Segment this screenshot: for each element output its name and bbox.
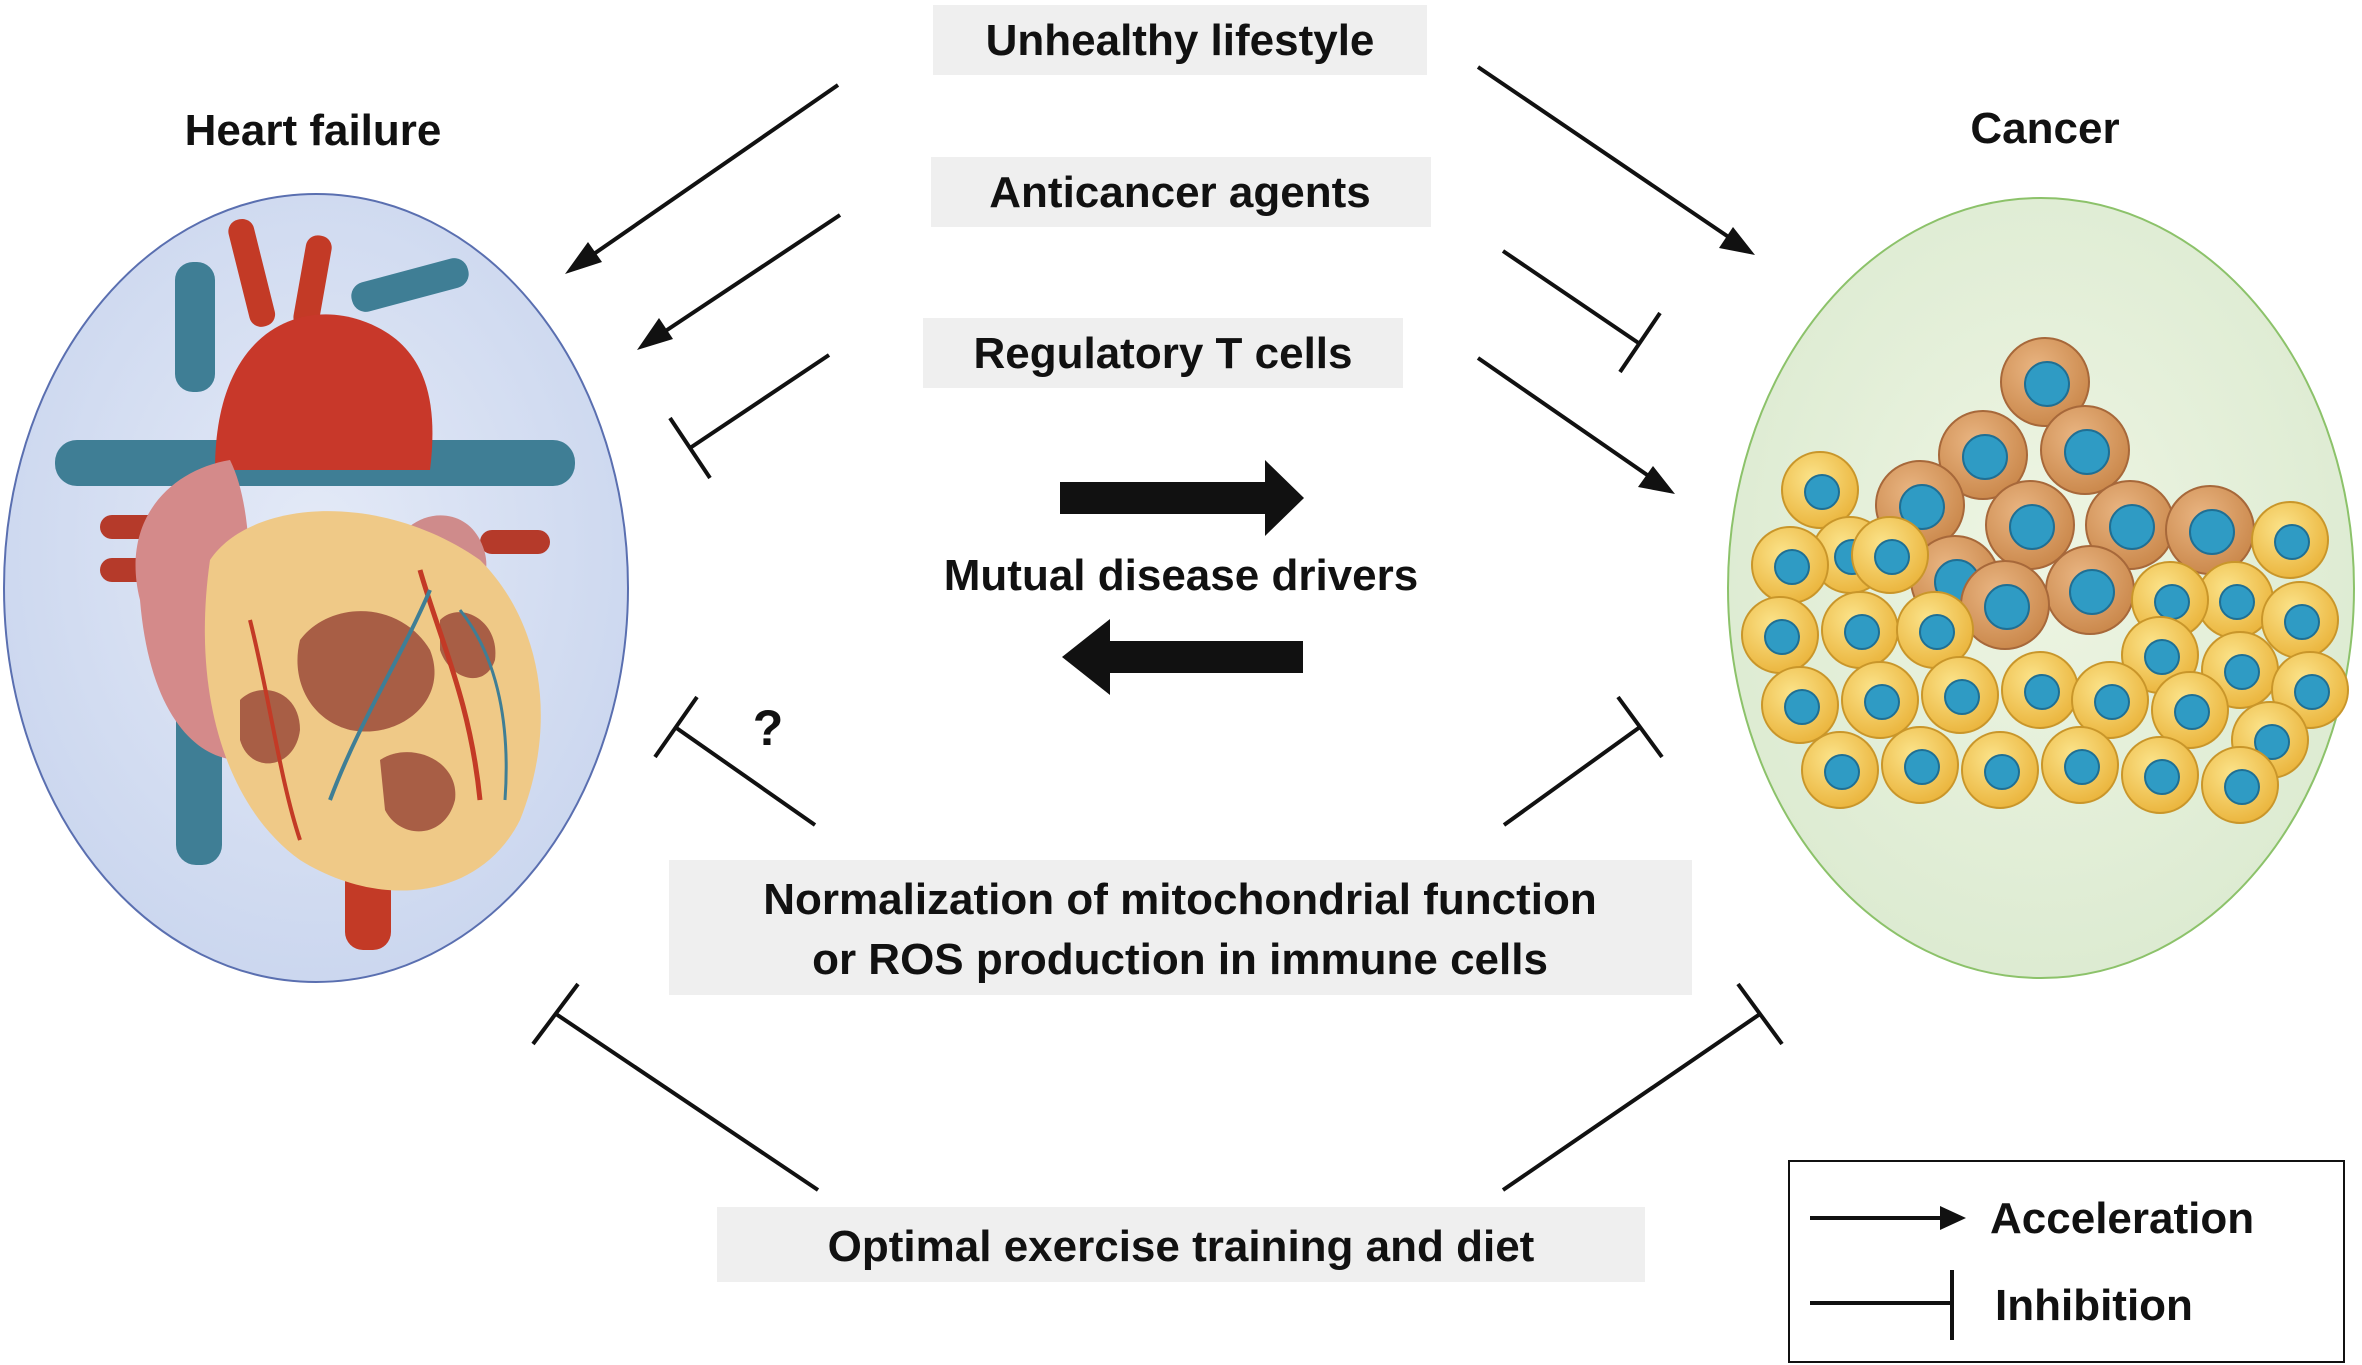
connector-tregs-inhibits-heart	[668, 353, 831, 480]
legend-inhibition-icon	[1810, 1270, 1954, 1340]
heart-failure-group: Heart failure	[3, 106, 629, 983]
factor-tregs-label: Regulatory T cells	[973, 329, 1352, 378]
factor-anticancer-agents: Anticancer agents	[931, 157, 1431, 227]
factor-anticancer-label: Anticancer agents	[989, 168, 1370, 217]
factor-exercise-label: Optimal exercise training and diet	[828, 1222, 1535, 1271]
cell-nucleus	[2144, 639, 2180, 675]
legend-arrow-icon	[1810, 1206, 1966, 1230]
cell-nucleus	[1764, 619, 1800, 655]
factor-normalization: Normalization of mitochondrial function …	[669, 860, 1692, 995]
connector-anticancer-inhibits-cancer	[1501, 249, 1662, 374]
cancer-group: Cancer	[1727, 104, 2355, 979]
cell-nucleus	[1824, 754, 1860, 790]
cell-nucleus	[2294, 674, 2330, 710]
cell-nucleus	[2069, 569, 2115, 615]
legend-acceleration-label: Acceleration	[1990, 1194, 2254, 1243]
connector-tregs-to-cancer	[1476, 356, 1675, 494]
cell-nucleus	[1904, 749, 1940, 785]
factor-exercise-diet: Optimal exercise training and diet	[717, 1207, 1645, 1282]
mutual-arrow-to-heart	[1062, 619, 1303, 695]
factor-mutual-label: Mutual disease drivers	[944, 551, 1418, 600]
cell-nucleus	[2224, 769, 2260, 805]
legend-box	[1788, 1160, 2345, 1363]
cell-nucleus	[2174, 694, 2210, 730]
connector-normalization-inhibits-heart	[653, 695, 817, 827]
cell-nucleus	[1984, 754, 2020, 790]
cell-nucleus	[2219, 584, 2255, 620]
cell-nucleus	[1919, 614, 1955, 650]
cell-nucleus	[2094, 684, 2130, 720]
heart-icon	[55, 218, 575, 950]
legend: Acceleration Inhibition	[1788, 1160, 2345, 1363]
cell-nucleus	[2109, 504, 2155, 550]
cell-nucleus	[1784, 689, 1820, 725]
label-box	[669, 860, 1692, 995]
cancer-title: Cancer	[1970, 104, 2119, 153]
label-box	[933, 5, 1427, 75]
cell-nucleus	[1962, 434, 2008, 480]
cell-nucleus	[2009, 504, 2055, 550]
cell-nucleus	[1944, 679, 1980, 715]
connector-normalization-inhibits-cancer	[1502, 695, 1664, 827]
connector-unhealthy-to-cancer	[1476, 65, 1755, 255]
cell-nucleus	[1844, 614, 1880, 650]
connector-exercise-inhibits-cancer	[1501, 982, 1784, 1192]
cell-nucleus	[2064, 749, 2100, 785]
factor-unhealthy-label: Unhealthy lifestyle	[986, 16, 1375, 65]
cell-nucleus	[2189, 509, 2235, 555]
connector-unhealthy-to-heart	[565, 83, 840, 274]
question-mark: ?	[753, 700, 784, 756]
cell-nucleus	[2064, 429, 2110, 475]
cell-nucleus	[1774, 549, 1810, 585]
cell-nucleus	[2224, 654, 2260, 690]
factor-unhealthy-lifestyle: Unhealthy lifestyle	[933, 5, 1427, 75]
cell-nucleus	[2254, 724, 2290, 760]
cell-nucleus	[1899, 484, 1945, 530]
legend-inhibition-label: Inhibition	[1995, 1281, 2193, 1330]
cell-nucleus	[2144, 759, 2180, 795]
heart-failure-title: Heart failure	[185, 106, 442, 155]
factor-regulatory-t-cells: Regulatory T cells	[923, 318, 1403, 388]
label-box	[923, 318, 1403, 388]
connector-anticancer-to-heart	[637, 213, 842, 350]
label-box	[931, 157, 1431, 227]
cell-nucleus	[1864, 684, 1900, 720]
cell-nucleus	[1874, 539, 1910, 575]
cell-nucleus	[2274, 524, 2310, 560]
connector-exercise-inhibits-heart	[531, 982, 820, 1192]
factor-normalization-line1: Normalization of mitochondrial function	[763, 875, 1597, 924]
cell-nucleus	[1984, 584, 2030, 630]
factor-mutual-disease-drivers: Mutual disease drivers	[944, 551, 1418, 600]
factor-normalization-line2: or ROS production in immune cells	[812, 935, 1548, 984]
cell-nucleus	[2154, 584, 2190, 620]
cell-nucleus	[2024, 674, 2060, 710]
label-box	[717, 1207, 1645, 1282]
cancer-cells-icon	[1741, 337, 2349, 824]
cell-nucleus	[1804, 474, 1840, 510]
cell-nucleus	[2024, 361, 2070, 407]
cell-nucleus	[2284, 604, 2320, 640]
mutual-arrow-to-cancer	[1060, 460, 1304, 536]
